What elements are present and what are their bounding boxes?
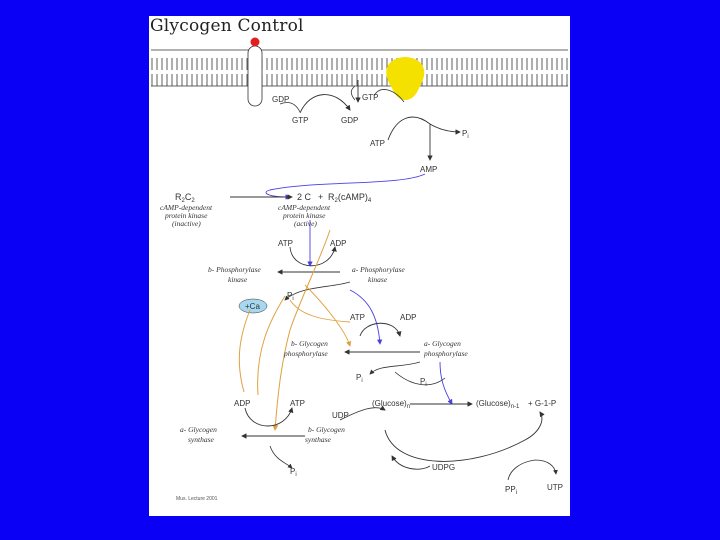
utp-ppi-arc [507,459,558,481]
label-r2c2: R2C2 [175,192,195,204]
pka-labels: R2C2 cAMP-dependent protein kinase (inac… [160,192,372,248]
label-gs-a: a- Glycogen [180,425,217,434]
label-pi-top: Pi [462,129,469,140]
pka-atp-adp-arc [289,246,337,267]
label-gs-b: b- Glycogen [308,425,345,434]
label-glycogen-n1: (Glucose)n-1 [476,399,520,410]
label-gp-a2: phosphorylase [423,349,468,358]
label-phk-a: a- Phosphorylase [352,265,405,274]
gp-atp-adp-arc [359,322,402,337]
phk-dephosphorylation-arrow [284,281,351,301]
label-camp: AMP [420,165,437,174]
glycogen-phosphorylase-labels: ATP ADP b- Glycogen phosphorylase a- Gly… [283,313,468,388]
orange-regulation-arrows [238,229,352,431]
adenylate-cyclase-reaction [387,116,461,161]
gdp-gtp-exchange [279,80,361,114]
label-gtp-top: GTP [362,93,378,102]
camp-activation-arrow [265,173,426,200]
label-glycogen-n: (Glucose)n [372,399,410,410]
label-atp-3: ATP [290,399,305,408]
label-gp-b2: phosphorylase [283,349,328,358]
label-plus: + [318,192,323,202]
label-pka-active-2: protein kinase [282,211,326,220]
label-udp: UDP [332,411,349,420]
calcium-ion [238,298,268,314]
label-calcium: +Ca [245,302,260,311]
gp-dephosphorylation-arrow [369,361,421,375]
label-udpg: UDPG [432,463,455,472]
gs-atp-adp-arc [244,407,294,427]
receptor [247,37,263,107]
label-utp: UTP [547,483,563,492]
membrane-labels: GDP GTP GTP GDP ATP Pi AMP [272,93,469,174]
g-protein [373,57,425,103]
label-atp-top: ATP [370,139,385,148]
label-adp-2: ADP [400,313,416,322]
label-gdp-top: GDP [272,95,289,104]
label-pi-3: Pi [420,377,427,388]
label-pka-inactive-1: cAMP-dependent [160,203,213,212]
udpg-to-glycogen-arrow [391,455,431,470]
label-atp-2: ATP [350,313,365,322]
label-adp-1: ADP [330,239,346,248]
hormone-ball [250,37,260,47]
label-phk-b: b- Phosphorylase [208,265,261,274]
label-ppi: PPi [505,485,517,496]
phk-to-gp-arrow [349,289,383,345]
label-pi-1: Pi [287,291,294,302]
label-gdp-mid: GDP [341,116,358,125]
label-gtp-mid: GTP [292,116,308,125]
label-gp-b: b- Glycogen [291,339,328,348]
label-pka-active-3: (active) [294,219,317,228]
label-2c: 2 C [297,192,312,202]
label-atp-1: ATP [278,239,293,248]
label-phk-a2: kinase [368,275,388,284]
label-pka-inactive-3: (inactive) [172,219,201,228]
cell-membrane [151,49,568,87]
footer-credit: Mus. Lecture 2001 [176,496,218,502]
label-g1p: + G-1-P [528,399,556,408]
udp-release-arrow [339,405,386,421]
slide-title: Glycogen Control [150,16,304,36]
glycogen-synthase-labels: ADP ATP UDP (Glucose)n (Glucose)n-1 + G-… [180,399,563,496]
label-pka-active-1: cAMP-dependent [278,203,331,212]
label-gs-a2: synthase [188,435,215,444]
phosphorylase-kinase-labels: b- Phosphorylase kinase a- Phosphorylase… [208,265,405,311]
label-pi-2: Pi [356,373,363,384]
label-pi-4: Pi [290,467,297,478]
pi-uptake-arc [394,371,446,386]
gs-dephosphorylation-arrow [269,445,293,469]
label-r2camp: R2(cAMP)4 [328,192,372,204]
label-pka-inactive-2: protein kinase [164,211,208,220]
label-gp-a: a- Glycogen [424,339,461,348]
udpg-formation-arc [384,411,545,462]
label-gs-b2: synthase [305,435,332,444]
label-adp-3: ADP [234,399,250,408]
label-phk-b2: kinase [228,275,248,284]
gp-to-glycogen-arrow [439,361,453,405]
